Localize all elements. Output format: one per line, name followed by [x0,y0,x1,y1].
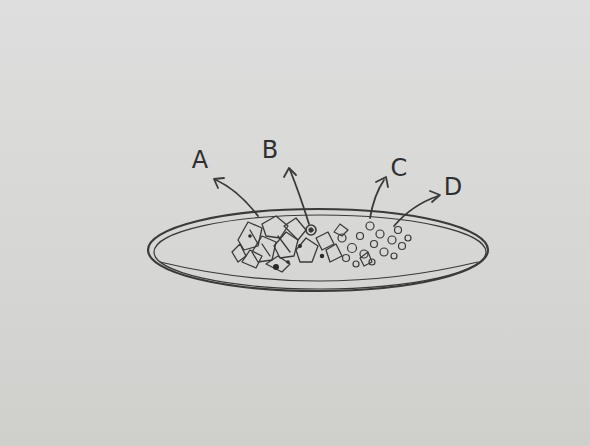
dish-base [160,262,478,281]
crystal-pieces [232,216,318,272]
dish-rim-inner [154,215,486,289]
callout-letter: D [444,175,462,199]
callout-letter: B [262,138,278,162]
callout-letter: C [391,156,408,180]
callout-letter: A [192,148,208,172]
dish-rim [148,209,488,291]
round-beads [334,222,411,267]
dark-grains [248,225,342,270]
